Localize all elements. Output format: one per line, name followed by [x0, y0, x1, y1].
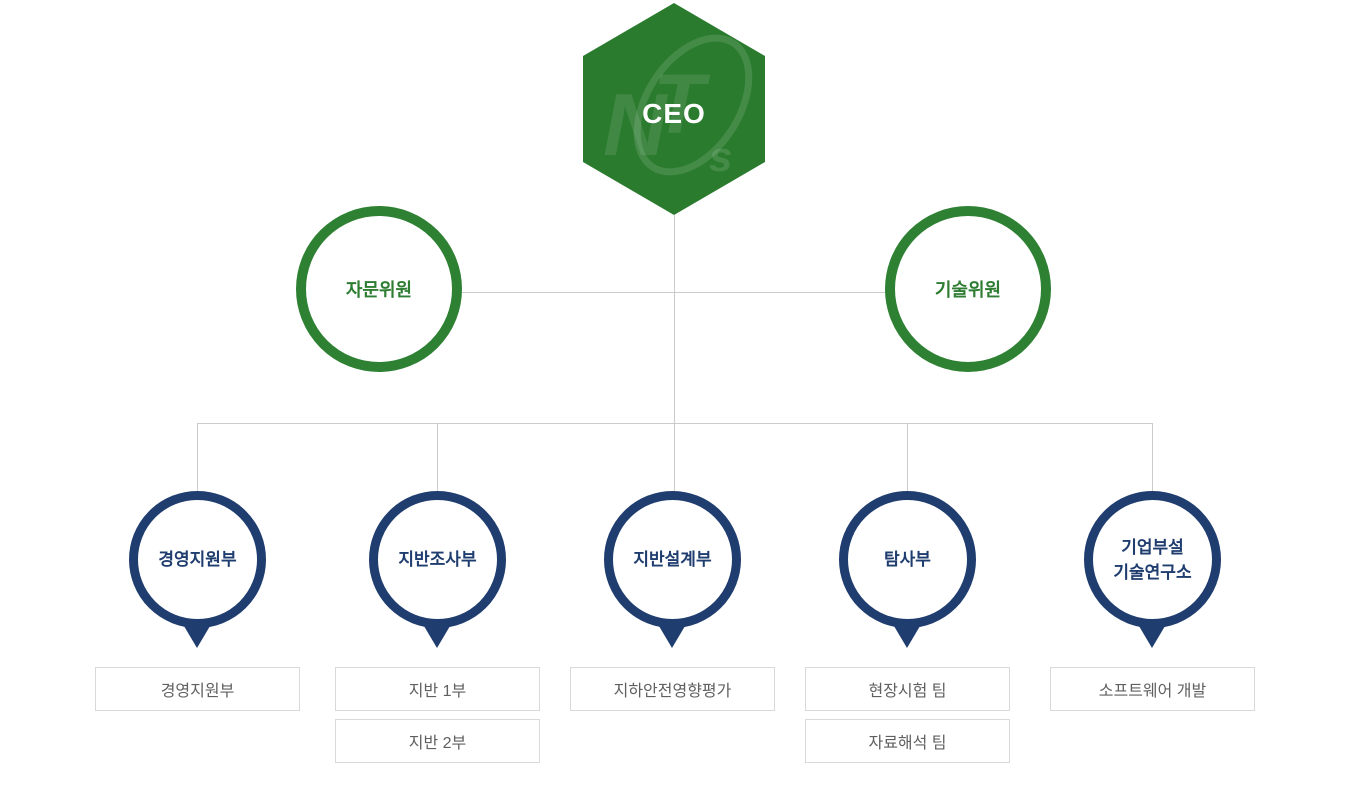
dept-label-management-support: 경영지원부: [158, 550, 237, 569]
connector-drop-dept-5: [1152, 423, 1153, 492]
triangle-pointer-icon: [891, 621, 923, 648]
connector-committee-horizontal: [462, 292, 887, 293]
logo-letter-t: T: [653, 57, 711, 151]
team-box-ground-1: 지반 1부: [335, 667, 540, 711]
dept-label-exploration: 탐사부: [884, 550, 931, 569]
team-box-ground-2: 지반 2부: [335, 719, 540, 763]
connector-departments-horizontal: [197, 423, 1153, 424]
connector-drop-dept-1: [197, 423, 198, 492]
team-box-data-analysis: 자료해석 팀: [805, 719, 1010, 763]
committee-circle-advisory: 자문위원: [296, 206, 462, 372]
dept-circle-management-support: 경영지원부: [129, 491, 266, 628]
dept-label-ground-investigation: 지반조사부: [398, 550, 477, 569]
team-box-management-support: 경영지원부: [95, 667, 300, 711]
committee-circle-technical: 기술위원: [885, 206, 1051, 372]
dept-circle-ground-design: 지반설계부: [604, 491, 741, 628]
dept-circle-research-institute: 기업부설 기술연구소: [1084, 491, 1221, 628]
ceo-hexagon: N T s CEO: [583, 3, 765, 215]
connector-drop-dept-2: [437, 423, 438, 492]
committee-label-technical: 기술위원: [934, 280, 1002, 300]
team-box-underground-safety: 지하안전영향평가: [570, 667, 775, 711]
dept-circle-ground-investigation: 지반조사부: [369, 491, 506, 628]
dept-label-research-institute: 기업부설 기술연구소: [1113, 537, 1192, 582]
logo-letter-n: N: [603, 75, 669, 174]
team-box-field-test: 현장시험 팀: [805, 667, 1010, 711]
connector-drop-dept-4: [907, 423, 908, 492]
dept-label-ground-design: 지반설계부: [633, 550, 712, 569]
triangle-pointer-icon: [656, 621, 688, 648]
nts-logo-watermark: N T s: [603, 34, 753, 180]
logo-letter-s: s: [709, 133, 732, 180]
connector-ceo-vertical: [674, 215, 675, 492]
triangle-pointer-icon: [1136, 621, 1168, 648]
committee-label-advisory: 자문위원: [345, 280, 413, 300]
team-box-software-dev: 소프트웨어 개발: [1050, 667, 1255, 711]
dept-circle-exploration: 탐사부: [839, 491, 976, 628]
ceo-label: CEO: [642, 97, 706, 129]
triangle-pointer-icon: [421, 621, 453, 648]
triangle-pointer-icon: [181, 621, 213, 648]
